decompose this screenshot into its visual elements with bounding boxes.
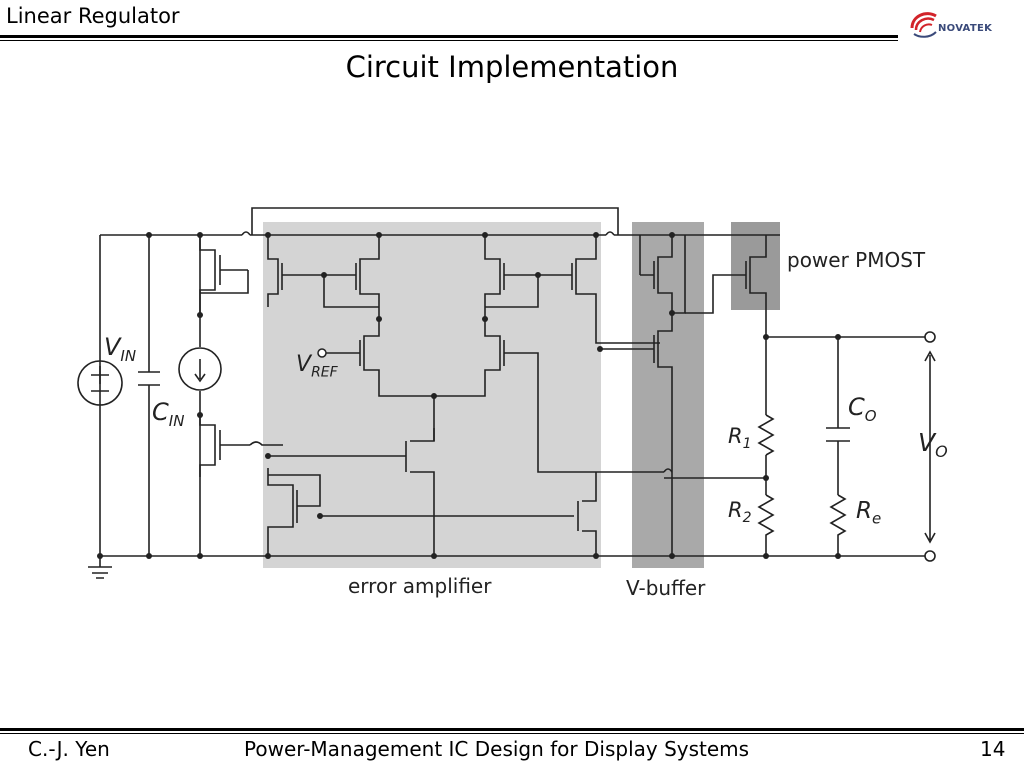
footer-page-number: 14 xyxy=(980,737,1006,761)
re-label-sub: e xyxy=(871,509,882,528)
footer-course: Power-Management IC Design for Display S… xyxy=(244,737,750,761)
footer-rule-thin xyxy=(0,733,1024,734)
cin-label-text: C xyxy=(152,398,169,426)
r1-label-text: R xyxy=(728,424,743,448)
vref-label: VREF xyxy=(296,352,338,380)
vin-label-sub: IN xyxy=(120,346,137,365)
r1-label: R1 xyxy=(728,424,752,452)
co-label-sub: O xyxy=(864,406,877,425)
r2-label-text: R xyxy=(728,498,743,522)
header-title: Linear Regulator xyxy=(6,4,180,28)
error-amplifier-label: error amplifier xyxy=(348,574,492,598)
vin-label: VIN xyxy=(104,333,136,365)
power-pmost-region xyxy=(731,222,780,310)
footer-rule-thick xyxy=(0,728,1024,731)
v-buffer-label: V-buffer xyxy=(626,576,706,600)
vin-label-text: V xyxy=(104,333,121,361)
vref-label-text: V xyxy=(296,352,312,377)
co-label-text: C xyxy=(848,393,865,421)
vbuffer-region xyxy=(632,222,704,568)
header-rule-thick xyxy=(0,35,898,38)
logo-text: NOVATEK xyxy=(938,23,993,34)
vo-label-sub: O xyxy=(935,442,948,461)
footer-author: C.-J. Yen xyxy=(28,737,110,761)
co-label: CO xyxy=(848,393,877,425)
vo-label-text: V xyxy=(918,428,936,457)
header-rule-thin xyxy=(0,40,898,41)
re-label: Re xyxy=(856,498,881,528)
vref-label-sub: REF xyxy=(311,364,338,381)
vo-label: VO xyxy=(918,428,948,461)
cin-label-sub: IN xyxy=(168,411,185,430)
cin-label: CIN xyxy=(152,398,184,430)
re-label-text: R xyxy=(856,498,872,524)
slide-title: Circuit Implementation xyxy=(345,50,679,84)
r1-label-sub: 1 xyxy=(742,436,752,453)
r2-label: R2 xyxy=(728,498,752,526)
regulator-circuit-diagram xyxy=(77,207,936,579)
novatek-logo-icon xyxy=(910,12,937,38)
power-pmost-label: power PMOST xyxy=(787,248,926,272)
r2-label-sub: 2 xyxy=(742,510,752,527)
